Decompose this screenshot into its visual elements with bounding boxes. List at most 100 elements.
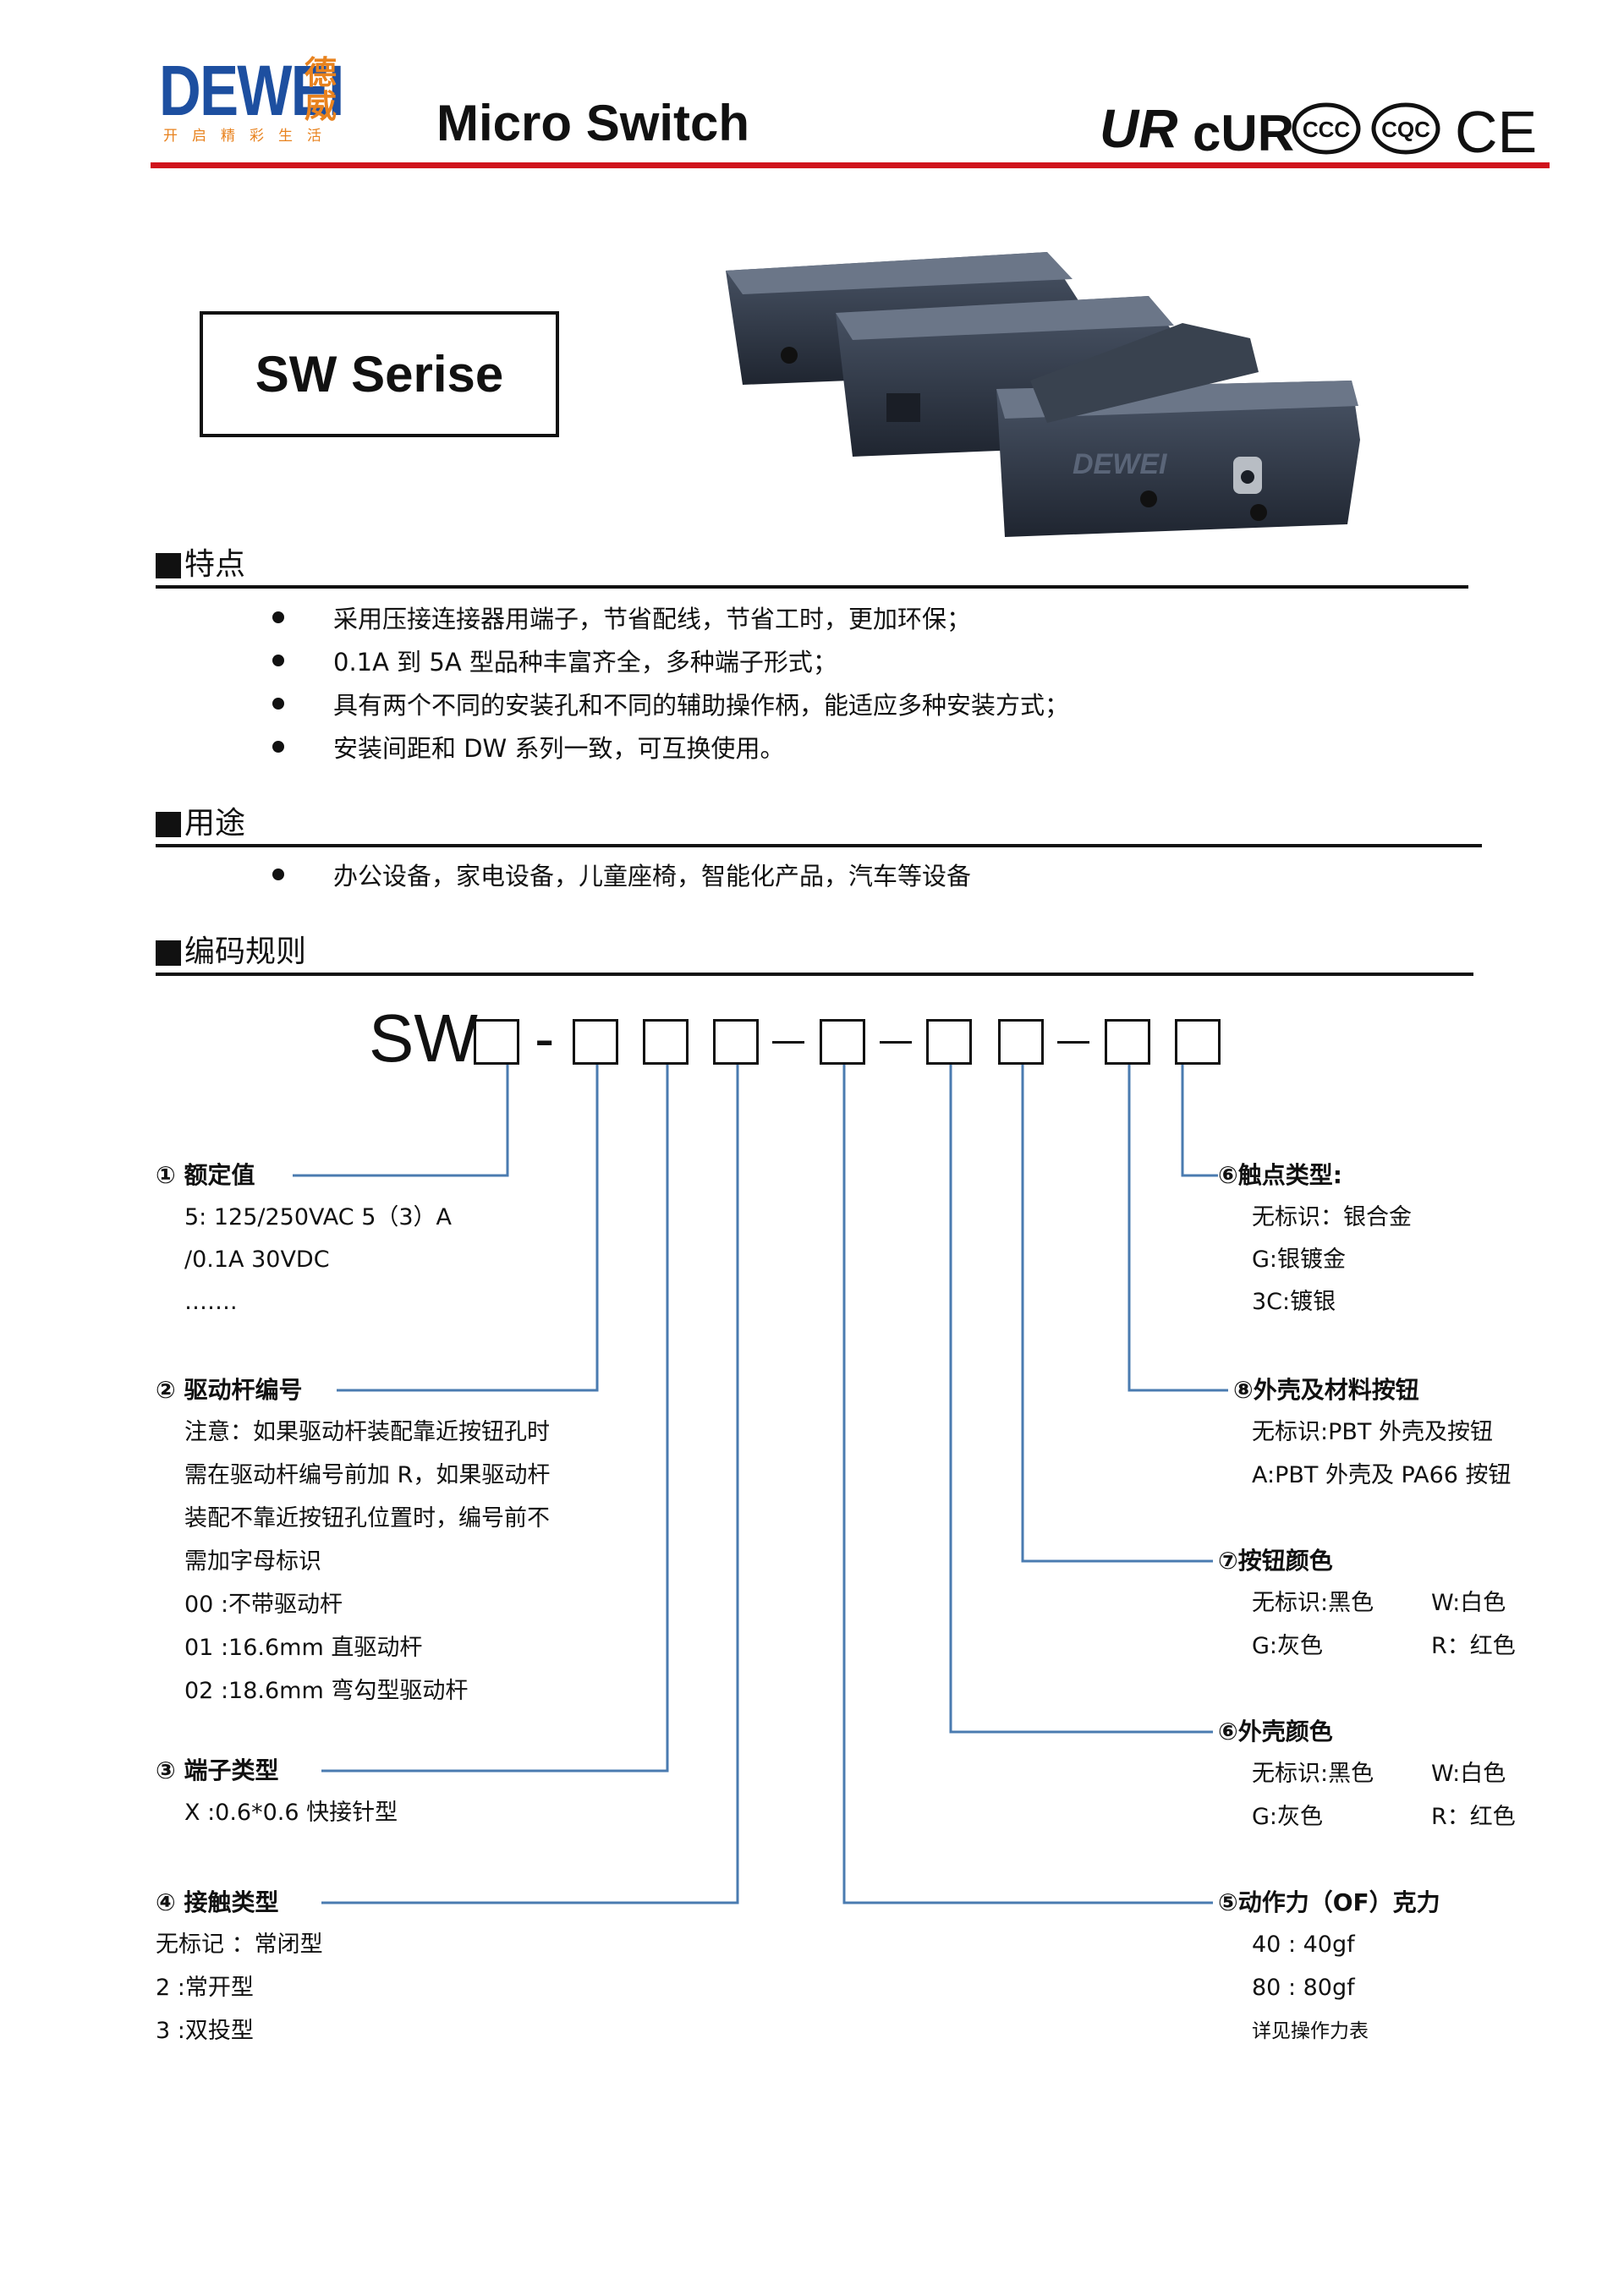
force-note: 详见操作力表 xyxy=(1252,2020,1369,2042)
bullet-icon xyxy=(272,740,284,753)
actuator-line: 注意：如果驱动杆装配靠近按钮孔时 xyxy=(184,1419,550,1445)
company-logo-chinese: 德威 xyxy=(304,54,337,125)
certification-marks: UR cUR CCC CQC CE xyxy=(1100,98,1537,157)
features-rule xyxy=(156,585,1468,589)
company-slogan: 开启精彩生活 xyxy=(163,128,336,145)
code-box-terminal xyxy=(643,1019,689,1065)
code-dash xyxy=(1057,1041,1089,1044)
code-box-contact-material xyxy=(1175,1019,1221,1065)
code-box-actuator xyxy=(573,1019,618,1065)
feature-text: 具有两个不同的安装孔和不同的辅助操作柄，能适应多种安装方式； xyxy=(333,690,1070,720)
list-item: 采用压接连接器用端子，节省配线，节省工时，更加环保； xyxy=(272,595,1541,638)
heading-square-icon xyxy=(156,940,181,966)
rating-line: /0.1A 30VDC xyxy=(184,1247,330,1273)
heading-square-icon xyxy=(156,553,181,578)
button-color-line: G:灰色 xyxy=(1252,1633,1324,1659)
ur-mark-icon: UR xyxy=(1100,98,1177,157)
page-title: Micro Switch xyxy=(436,95,750,151)
material-line: 无标识:PBT 外壳及按钮 xyxy=(1252,1419,1493,1445)
actuator-line: 需在驱动杆编号前加 R，如果驱动杆 xyxy=(184,1462,551,1488)
feature-text: 安装间距和 DW 系列一致，可互换使用。 xyxy=(333,733,785,763)
code-box-button-color xyxy=(998,1019,1044,1065)
rating-line: ……. xyxy=(184,1289,238,1315)
applications-list: 办公设备，家电设备，儿童座椅，智能化产品，汽车等设备 xyxy=(272,852,1541,896)
coding-heading: 编码规则 xyxy=(156,935,306,969)
header-divider xyxy=(151,162,1550,168)
housing-color-title: ⑥外壳颜色 xyxy=(1218,1718,1333,1745)
list-item: 安装间距和 DW 系列一致，可互换使用。 xyxy=(272,725,1541,768)
feature-text: 采用压接连接器用端子，节省配线，节省工时，更加环保； xyxy=(333,604,972,633)
force-title: ⑤动作力（OF）克力 xyxy=(1218,1888,1440,1916)
housing-color-line: G:灰色 xyxy=(1252,1804,1324,1830)
code-box-material xyxy=(1105,1019,1150,1065)
rating-title: ① 额定值 xyxy=(156,1161,255,1189)
code-dash xyxy=(772,1041,804,1044)
coding-heading-text: 编码规则 xyxy=(184,934,307,969)
actuator-line: 需加字母标识 xyxy=(184,1548,321,1575)
force-line: 40 : 40gf xyxy=(1252,1932,1355,1958)
material-line: A:PBT 外壳及 PA66 按钮 xyxy=(1252,1462,1512,1488)
contact-material-line: G:银镀金 xyxy=(1252,1247,1347,1273)
bullet-icon xyxy=(272,654,284,666)
code-separator: - xyxy=(535,1006,555,1071)
contact-type-line: 2 :常开型 xyxy=(156,1975,254,2001)
features-heading-text: 特点 xyxy=(184,547,246,582)
features-heading: 特点 xyxy=(156,548,245,582)
code-dash xyxy=(880,1041,912,1044)
code-prefix: SW xyxy=(369,1000,478,1076)
housing-color-line: R：红色 xyxy=(1431,1804,1516,1830)
force-line: 80 : 80gf xyxy=(1252,1975,1355,2001)
housing-color-line: W:白色 xyxy=(1431,1761,1506,1787)
housing-color-line: 无标识:黑色 xyxy=(1252,1761,1374,1787)
rating-line: 5: 125/250VAC 5（3）A xyxy=(184,1204,453,1230)
photo-brand-text: DEWEI xyxy=(1073,448,1168,480)
bullet-icon xyxy=(272,611,284,623)
ccc-mark-icon: CCC xyxy=(1292,102,1361,155)
ccc-mark-text: CCC xyxy=(1303,117,1351,142)
code-box-housing-color xyxy=(926,1019,972,1065)
contact-material-line: 无标识：银合金 xyxy=(1252,1204,1412,1230)
button-color-line: R：红色 xyxy=(1431,1633,1516,1659)
application-text: 办公设备，家电设备，儿童座椅，智能化产品，汽车等设备 xyxy=(333,861,972,890)
contact-material-line: 3C:镀银 xyxy=(1252,1289,1336,1315)
switch-front-icon: DEWEI xyxy=(996,323,1360,537)
terminal-title: ③ 端子类型 xyxy=(156,1756,279,1784)
contact-type-title: ④ 接触类型 xyxy=(156,1888,279,1916)
button-color-line: 无标识:黑色 xyxy=(1252,1590,1374,1616)
applications-heading-text: 用途 xyxy=(184,806,246,841)
code-box-force xyxy=(820,1019,865,1065)
bullet-icon xyxy=(272,868,284,880)
product-photo: DEWEI xyxy=(726,252,1360,537)
coding-rule xyxy=(156,973,1473,976)
applications-rule xyxy=(156,844,1482,847)
features-list: 采用压接连接器用端子，节省配线，节省工时，更加环保； 0.1A 到 5A 型品种… xyxy=(272,595,1541,768)
cur-mark-text: cUR xyxy=(1193,105,1294,157)
series-label: SW Serise xyxy=(200,311,559,437)
material-title: ⑧外壳及材料按钮 xyxy=(1233,1376,1419,1404)
code-box-rating xyxy=(474,1019,519,1065)
company-logo: DEWEI xyxy=(159,51,344,130)
contact-type-line: 3 :双投型 xyxy=(156,2018,254,2044)
actuator-line: 00 :不带驱动杆 xyxy=(184,1592,343,1618)
ce-mark-icon: CE xyxy=(1455,99,1537,157)
feature-text: 0.1A 到 5A 型品种丰富齐全，多种端子形式； xyxy=(333,647,837,677)
ce-mark-text: CE xyxy=(1455,99,1537,157)
button-color-line: W:白色 xyxy=(1431,1590,1506,1616)
actuator-line: 02 :18.6mm 弯勾型驱动杆 xyxy=(184,1678,469,1704)
applications-heading: 用途 xyxy=(156,807,245,841)
code-box-contact-type xyxy=(713,1019,759,1065)
contact-type-line: 无标记 ：常闭型 xyxy=(156,1932,323,1958)
actuator-title: ② 驱动杆编号 xyxy=(156,1376,303,1404)
cqc-mark-icon: CQC xyxy=(1371,102,1440,155)
cqc-mark-text: CQC xyxy=(1381,117,1430,142)
button-color-title: ⑦按钮颜色 xyxy=(1218,1547,1333,1575)
list-item: 具有两个不同的安装孔和不同的辅助操作柄，能适应多种安装方式； xyxy=(272,682,1541,725)
contact-material-title: ⑥触点类型: xyxy=(1218,1161,1342,1189)
actuator-line: 装配不靠近按钮孔位置时，编号前不 xyxy=(184,1505,550,1532)
actuator-line: 01 :16.6mm 直驱动杆 xyxy=(184,1635,423,1661)
heading-square-icon xyxy=(156,812,181,837)
terminal-line: X :0.6*0.6 快接针型 xyxy=(184,1800,398,1826)
list-item: 0.1A 到 5A 型品种丰富齐全，多种端子形式； xyxy=(272,638,1541,682)
list-item: 办公设备，家电设备，儿童座椅，智能化产品，汽车等设备 xyxy=(272,852,1541,896)
